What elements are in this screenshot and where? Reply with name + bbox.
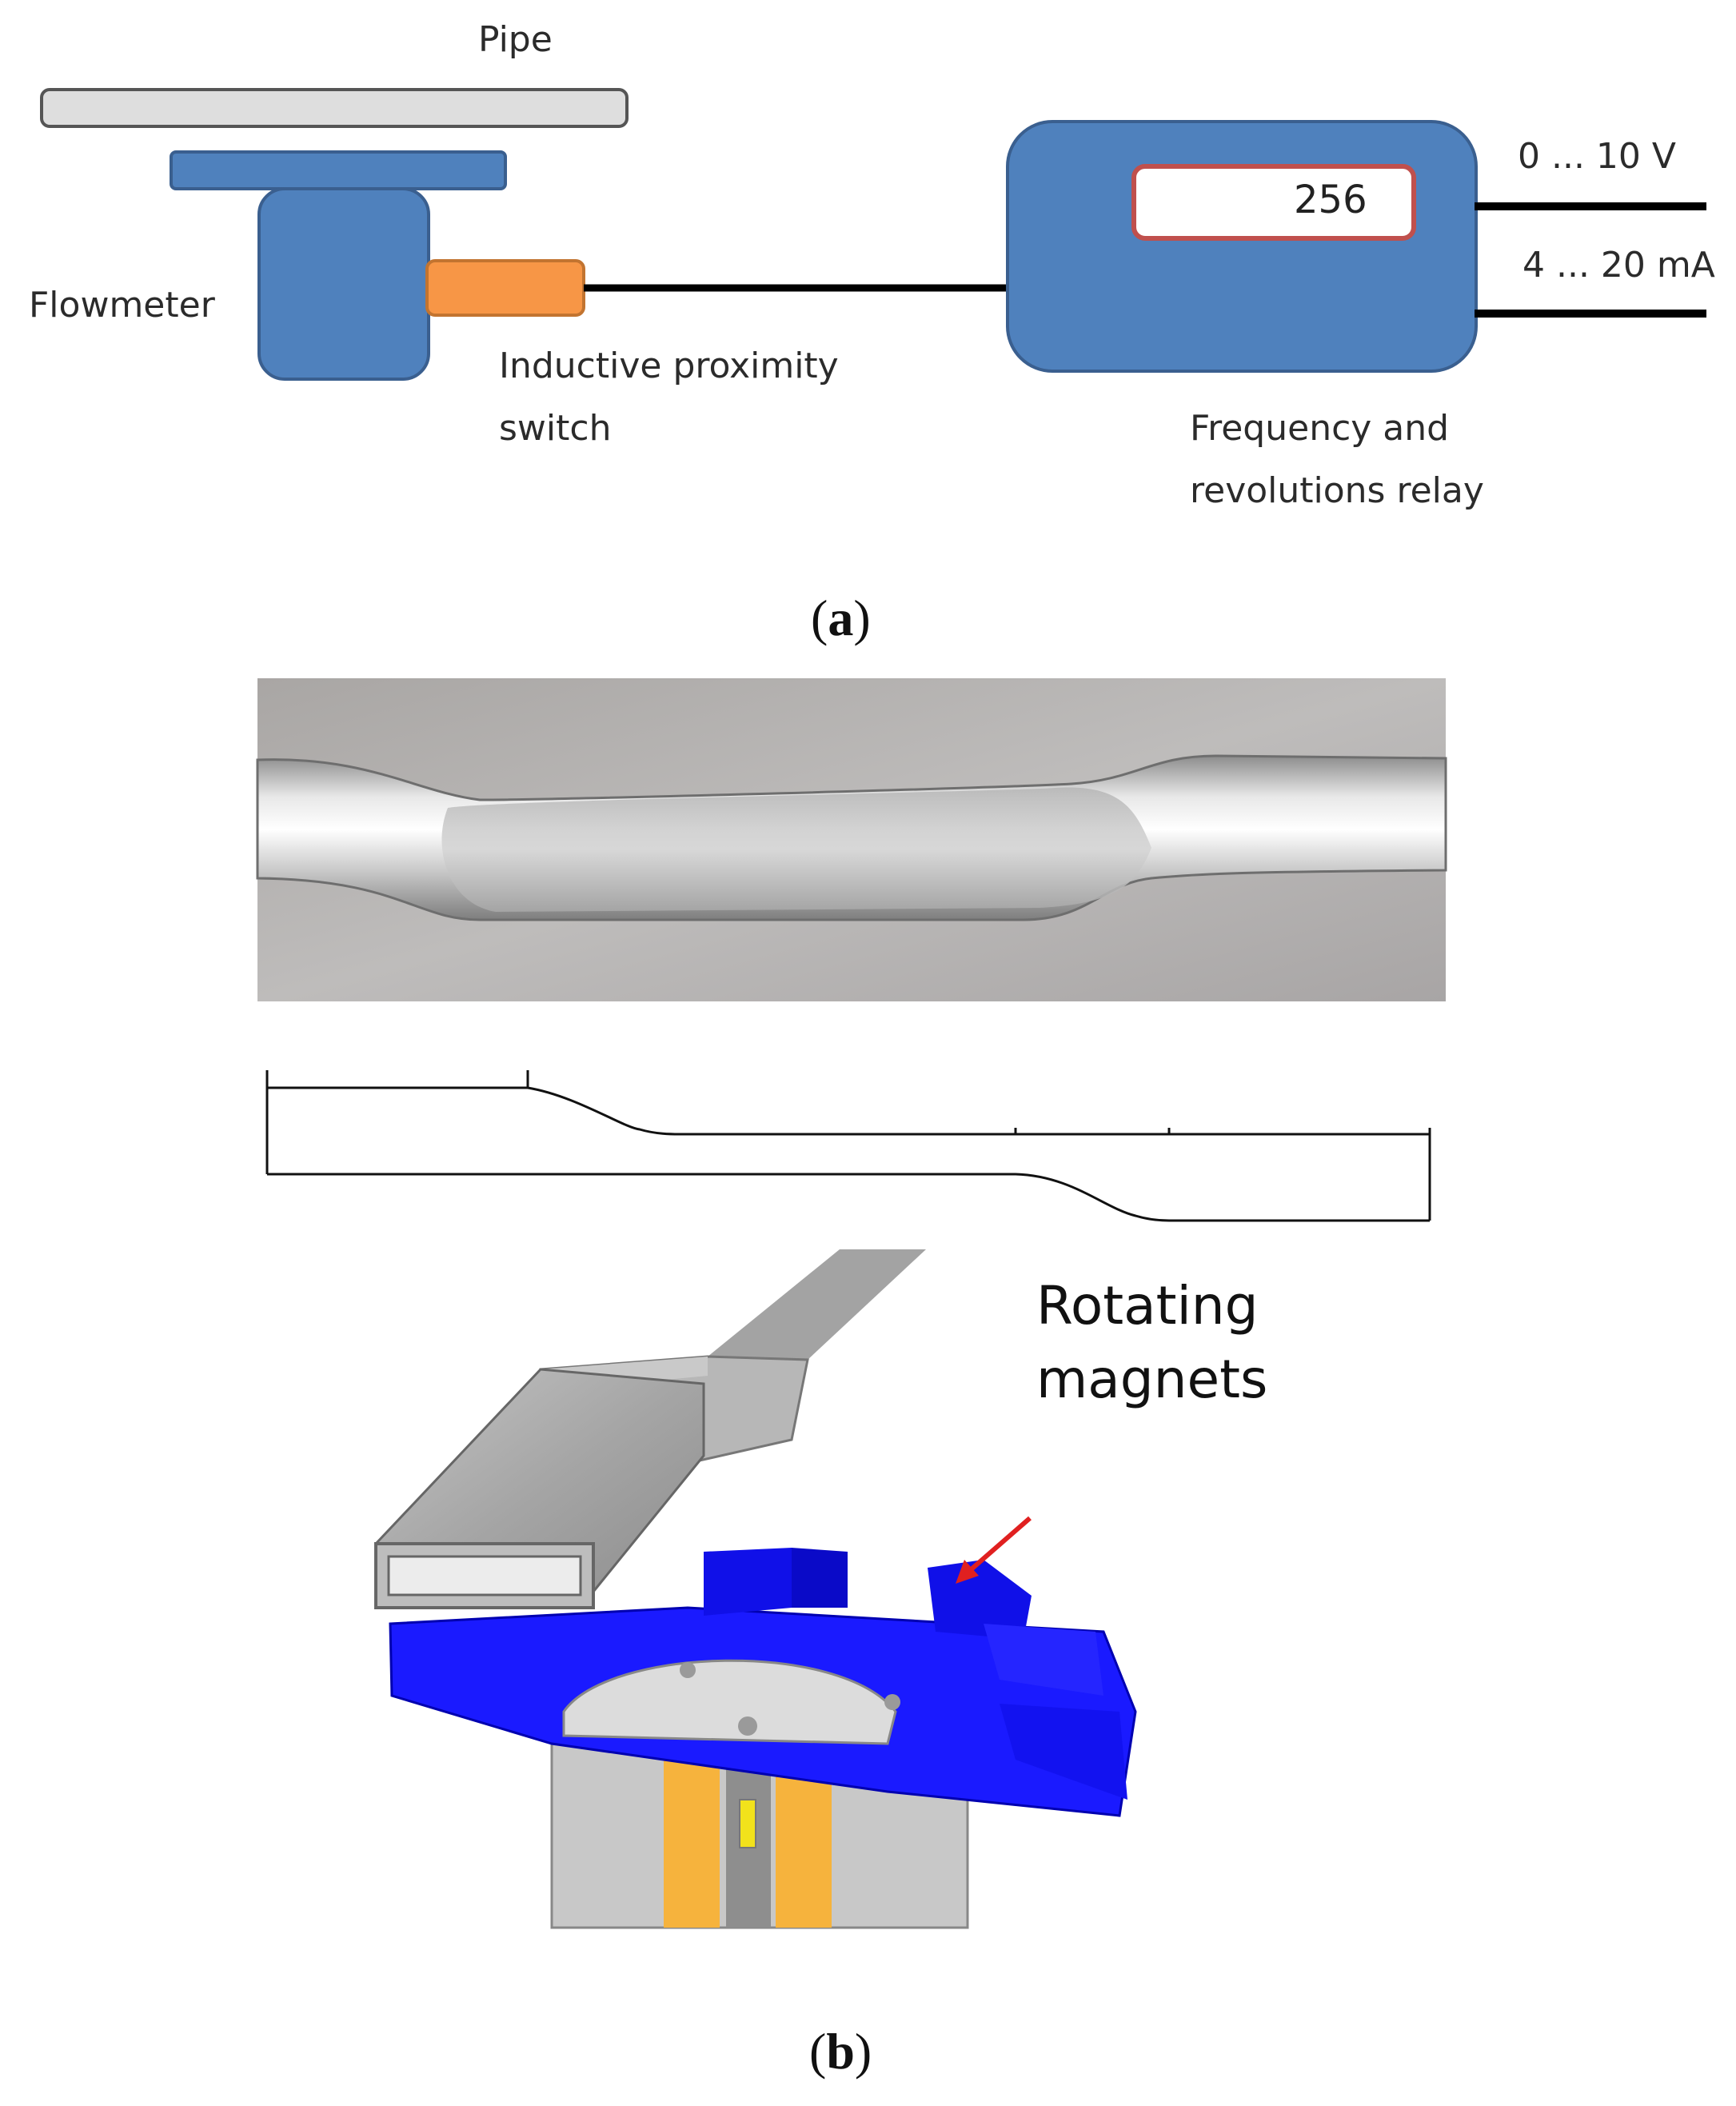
rotating-magnets-render xyxy=(389,1548,1137,1817)
magnet-pointer-arrow xyxy=(956,1516,1032,1584)
magnets-label-line2: magnets xyxy=(1036,1349,1268,1410)
pipe-label: Pipe xyxy=(478,19,553,60)
flowmeter-body xyxy=(257,187,430,381)
relay-label-line2: revolutions relay xyxy=(1190,470,1484,511)
relay-display xyxy=(1131,164,1416,241)
caption-a: (a) xyxy=(811,589,871,646)
switch-label-line1: Inductive proximity xyxy=(499,346,839,386)
relay-label-line1: Frequency and xyxy=(1190,408,1450,449)
pipe xyxy=(40,88,629,128)
tube-photo xyxy=(256,678,1447,1001)
rotor-arm-render xyxy=(374,1249,926,1609)
switch-label-line2: switch xyxy=(499,408,612,449)
flowmeter-label: Flowmeter xyxy=(29,285,215,326)
rotor-housing-render xyxy=(550,1726,969,1929)
display-value: 256 xyxy=(1294,178,1367,222)
inductive-proximity-switch xyxy=(425,259,585,317)
panel-a-schematic xyxy=(40,88,1706,381)
flowmeter-flange xyxy=(170,150,507,190)
tube-profile-drawing xyxy=(265,1070,1431,1222)
voltage-output-label: 0 ... 10 V xyxy=(1518,136,1676,177)
caption-b: (b) xyxy=(809,2023,872,2080)
magnets-label-line1: Rotating xyxy=(1036,1275,1259,1337)
current-output-label: 4 ... 20 mA xyxy=(1522,245,1715,286)
frequency-relay-box xyxy=(1006,120,1478,373)
